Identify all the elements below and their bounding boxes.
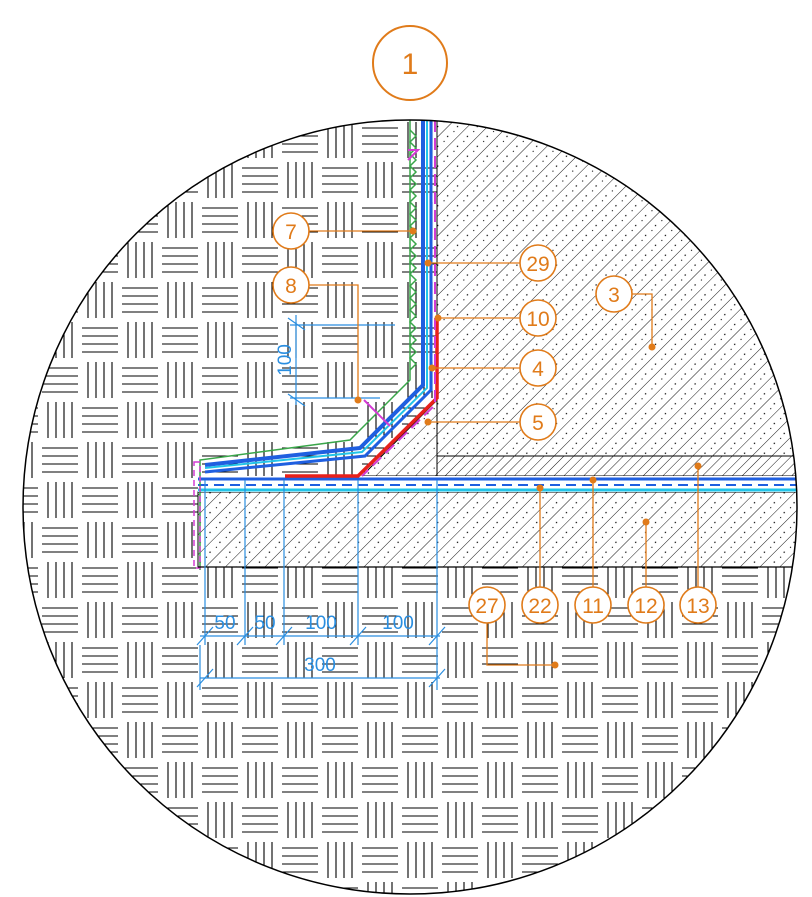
membrane-red <box>285 320 439 478</box>
svg-text:3: 3 <box>608 284 620 307</box>
dimension-vertical-label: 100 <box>275 344 296 376</box>
svg-text:5: 5 <box>532 412 544 435</box>
callout-13: 13 <box>679 586 717 624</box>
callout-8: 8 <box>272 266 310 304</box>
dimension-h-1: 50 <box>214 613 235 634</box>
drainage-magenta <box>361 120 436 477</box>
dimension-vertical <box>287 315 395 407</box>
svg-text:8: 8 <box>285 275 297 298</box>
base-slab <box>197 491 797 568</box>
callout-3: 3 <box>595 275 633 313</box>
detail-number-text: 1 <box>402 48 419 81</box>
svg-text:7: 7 <box>285 221 297 244</box>
svg-text:29: 29 <box>526 253 549 276</box>
callout-12: 12 <box>627 586 665 624</box>
detail-number-marker: 1 <box>372 25 448 101</box>
detail-circle <box>22 119 798 895</box>
callout-10: 10 <box>519 299 557 337</box>
svg-text:13: 13 <box>686 595 709 618</box>
membrane-blue-inner <box>204 120 433 474</box>
dimension-h-3: 100 <box>305 613 337 634</box>
dimension-horizontal <box>196 480 446 690</box>
callout-5: 5 <box>519 403 557 441</box>
callout-4: 4 <box>519 349 557 387</box>
callout-7: 7 <box>272 212 310 250</box>
membrane-cyan <box>204 120 428 469</box>
svg-text:27: 27 <box>475 595 498 618</box>
wall-concrete <box>436 120 797 457</box>
callout-29: 29 <box>519 244 557 282</box>
dimension-h-2: 50 <box>254 613 275 634</box>
membrane-blue-outer <box>204 120 425 467</box>
callout-11: 11 <box>574 586 612 624</box>
svg-text:10: 10 <box>526 308 549 331</box>
svg-text:4: 4 <box>532 358 544 381</box>
callout-27: 27 <box>468 586 506 624</box>
dimension-h-4: 100 <box>382 613 414 634</box>
protection-zigzag <box>408 129 418 371</box>
dimension-total: 300 <box>304 655 336 676</box>
svg-text:22: 22 <box>528 595 551 618</box>
svg-text:12: 12 <box>634 595 657 618</box>
screed-layer <box>436 455 797 477</box>
callout-22: 22 <box>521 586 559 624</box>
detail-section <box>23 120 797 894</box>
callout-leaders <box>309 230 699 666</box>
leader-dots <box>354 227 702 669</box>
svg-text:11: 11 <box>582 595 604 618</box>
